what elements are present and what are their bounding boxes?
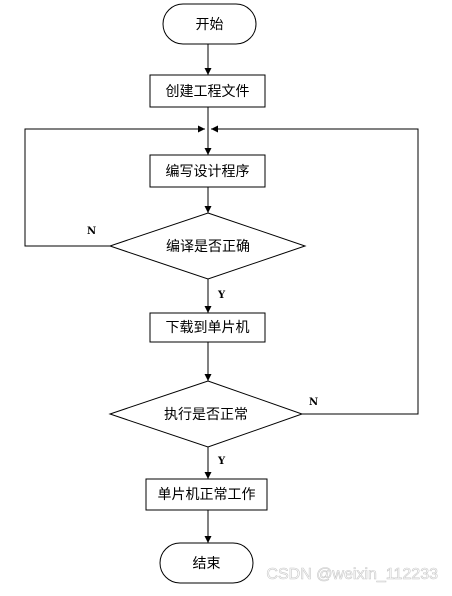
exec-yes-label: Y [217, 456, 226, 467]
create-file-box [149, 74, 266, 108]
mcu-ok-box [145, 478, 268, 511]
exec-check-label: 执行是否正常 [164, 407, 248, 423]
end-terminator [159, 542, 254, 584]
start-terminator [162, 3, 257, 45]
compile-no-loop [24, 125, 205, 247]
compile-no-label: N [87, 226, 96, 237]
compile-check-label: 编译是否正确 [166, 239, 250, 255]
compile-yes-label: Y [217, 290, 226, 301]
mcu-ok-label: 单片机正常工作 [158, 487, 256, 503]
download-label: 下载到单片机 [166, 320, 250, 336]
end-label: 结束 [193, 556, 221, 572]
start-label: 开始 [196, 17, 224, 33]
exec-no-label: N [309, 397, 318, 408]
write-program-label: 编写设计程序 [166, 164, 250, 180]
create-file-label: 创建工程文件 [166, 84, 250, 100]
watermark-text: CSDN @weixin_112233 [266, 566, 438, 583]
exec-no-loop [211, 125, 419, 415]
